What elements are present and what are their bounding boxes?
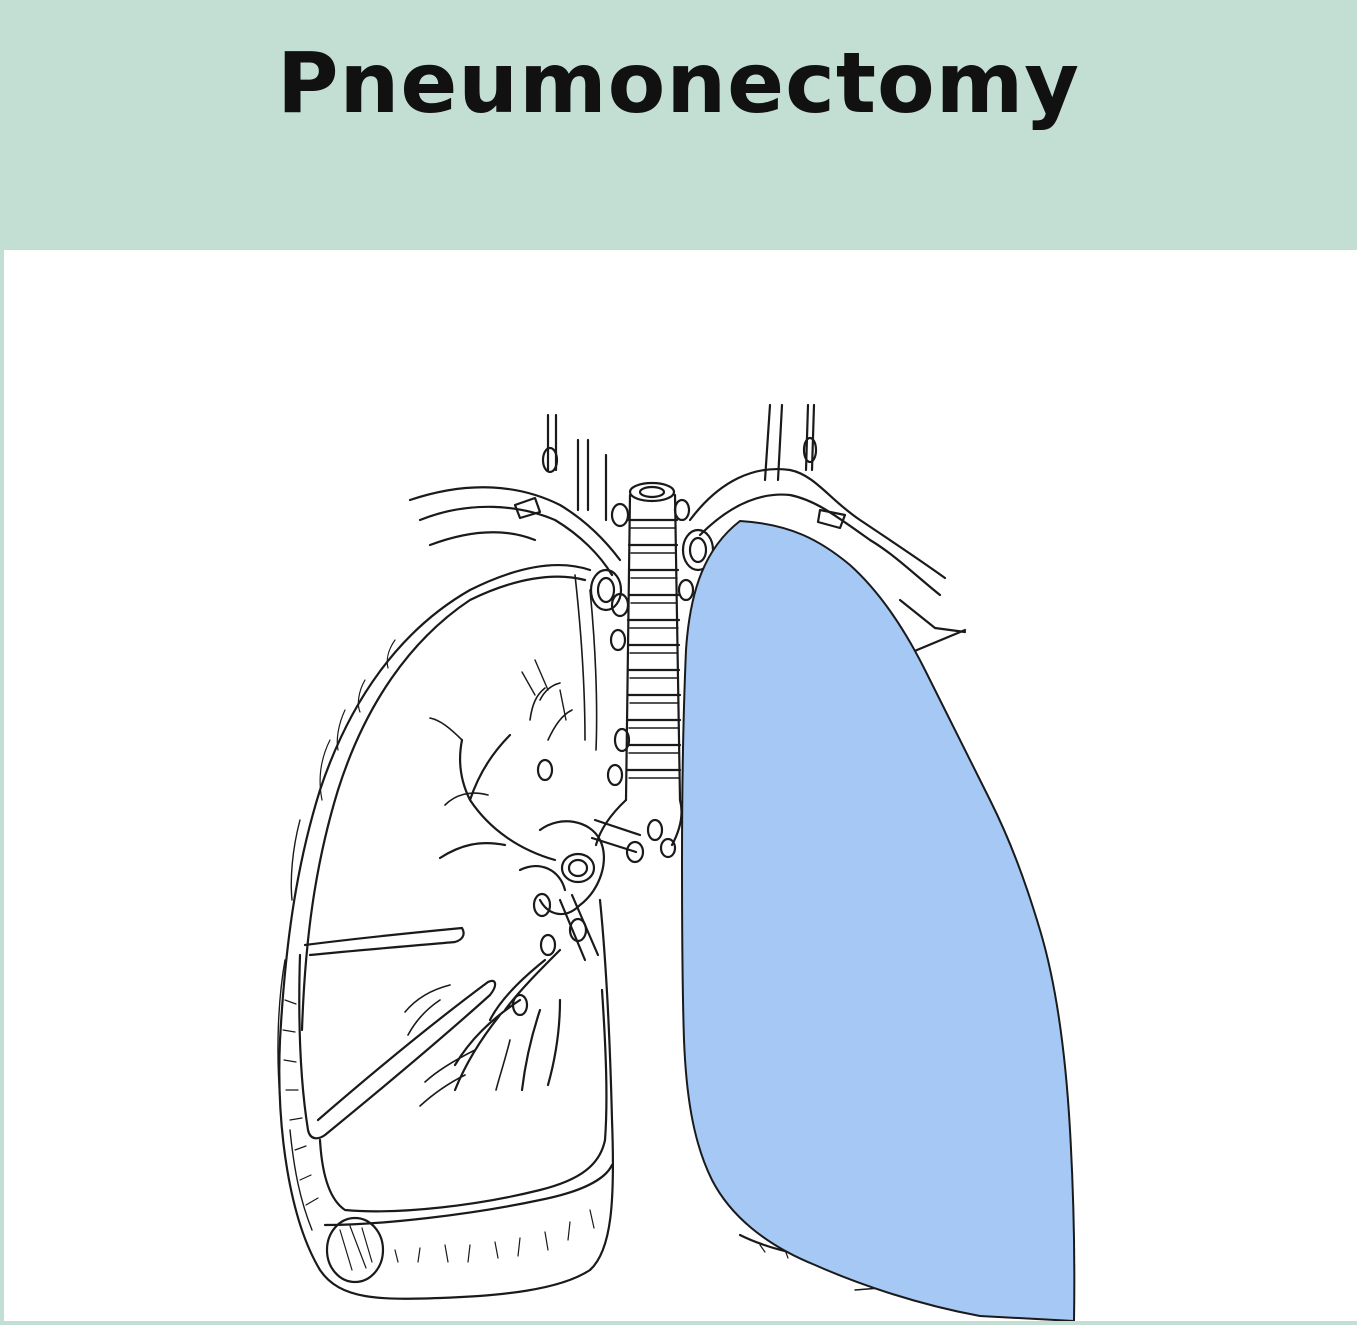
slide-title: Pneumonectomy	[276, 34, 1081, 132]
illustration-canvas	[4, 250, 1357, 1321]
resected-lung-highlight	[680, 519, 1076, 1321]
hilum	[511, 758, 605, 1017]
upper-vessels-right	[688, 403, 967, 657]
remaining-lung	[277, 564, 615, 1300]
lung-illustration	[277, 403, 1076, 1321]
title-banner: Pneumonectomy	[0, 0, 1357, 250]
trachea	[589, 481, 715, 864]
upper-vessels-left	[408, 413, 622, 577]
